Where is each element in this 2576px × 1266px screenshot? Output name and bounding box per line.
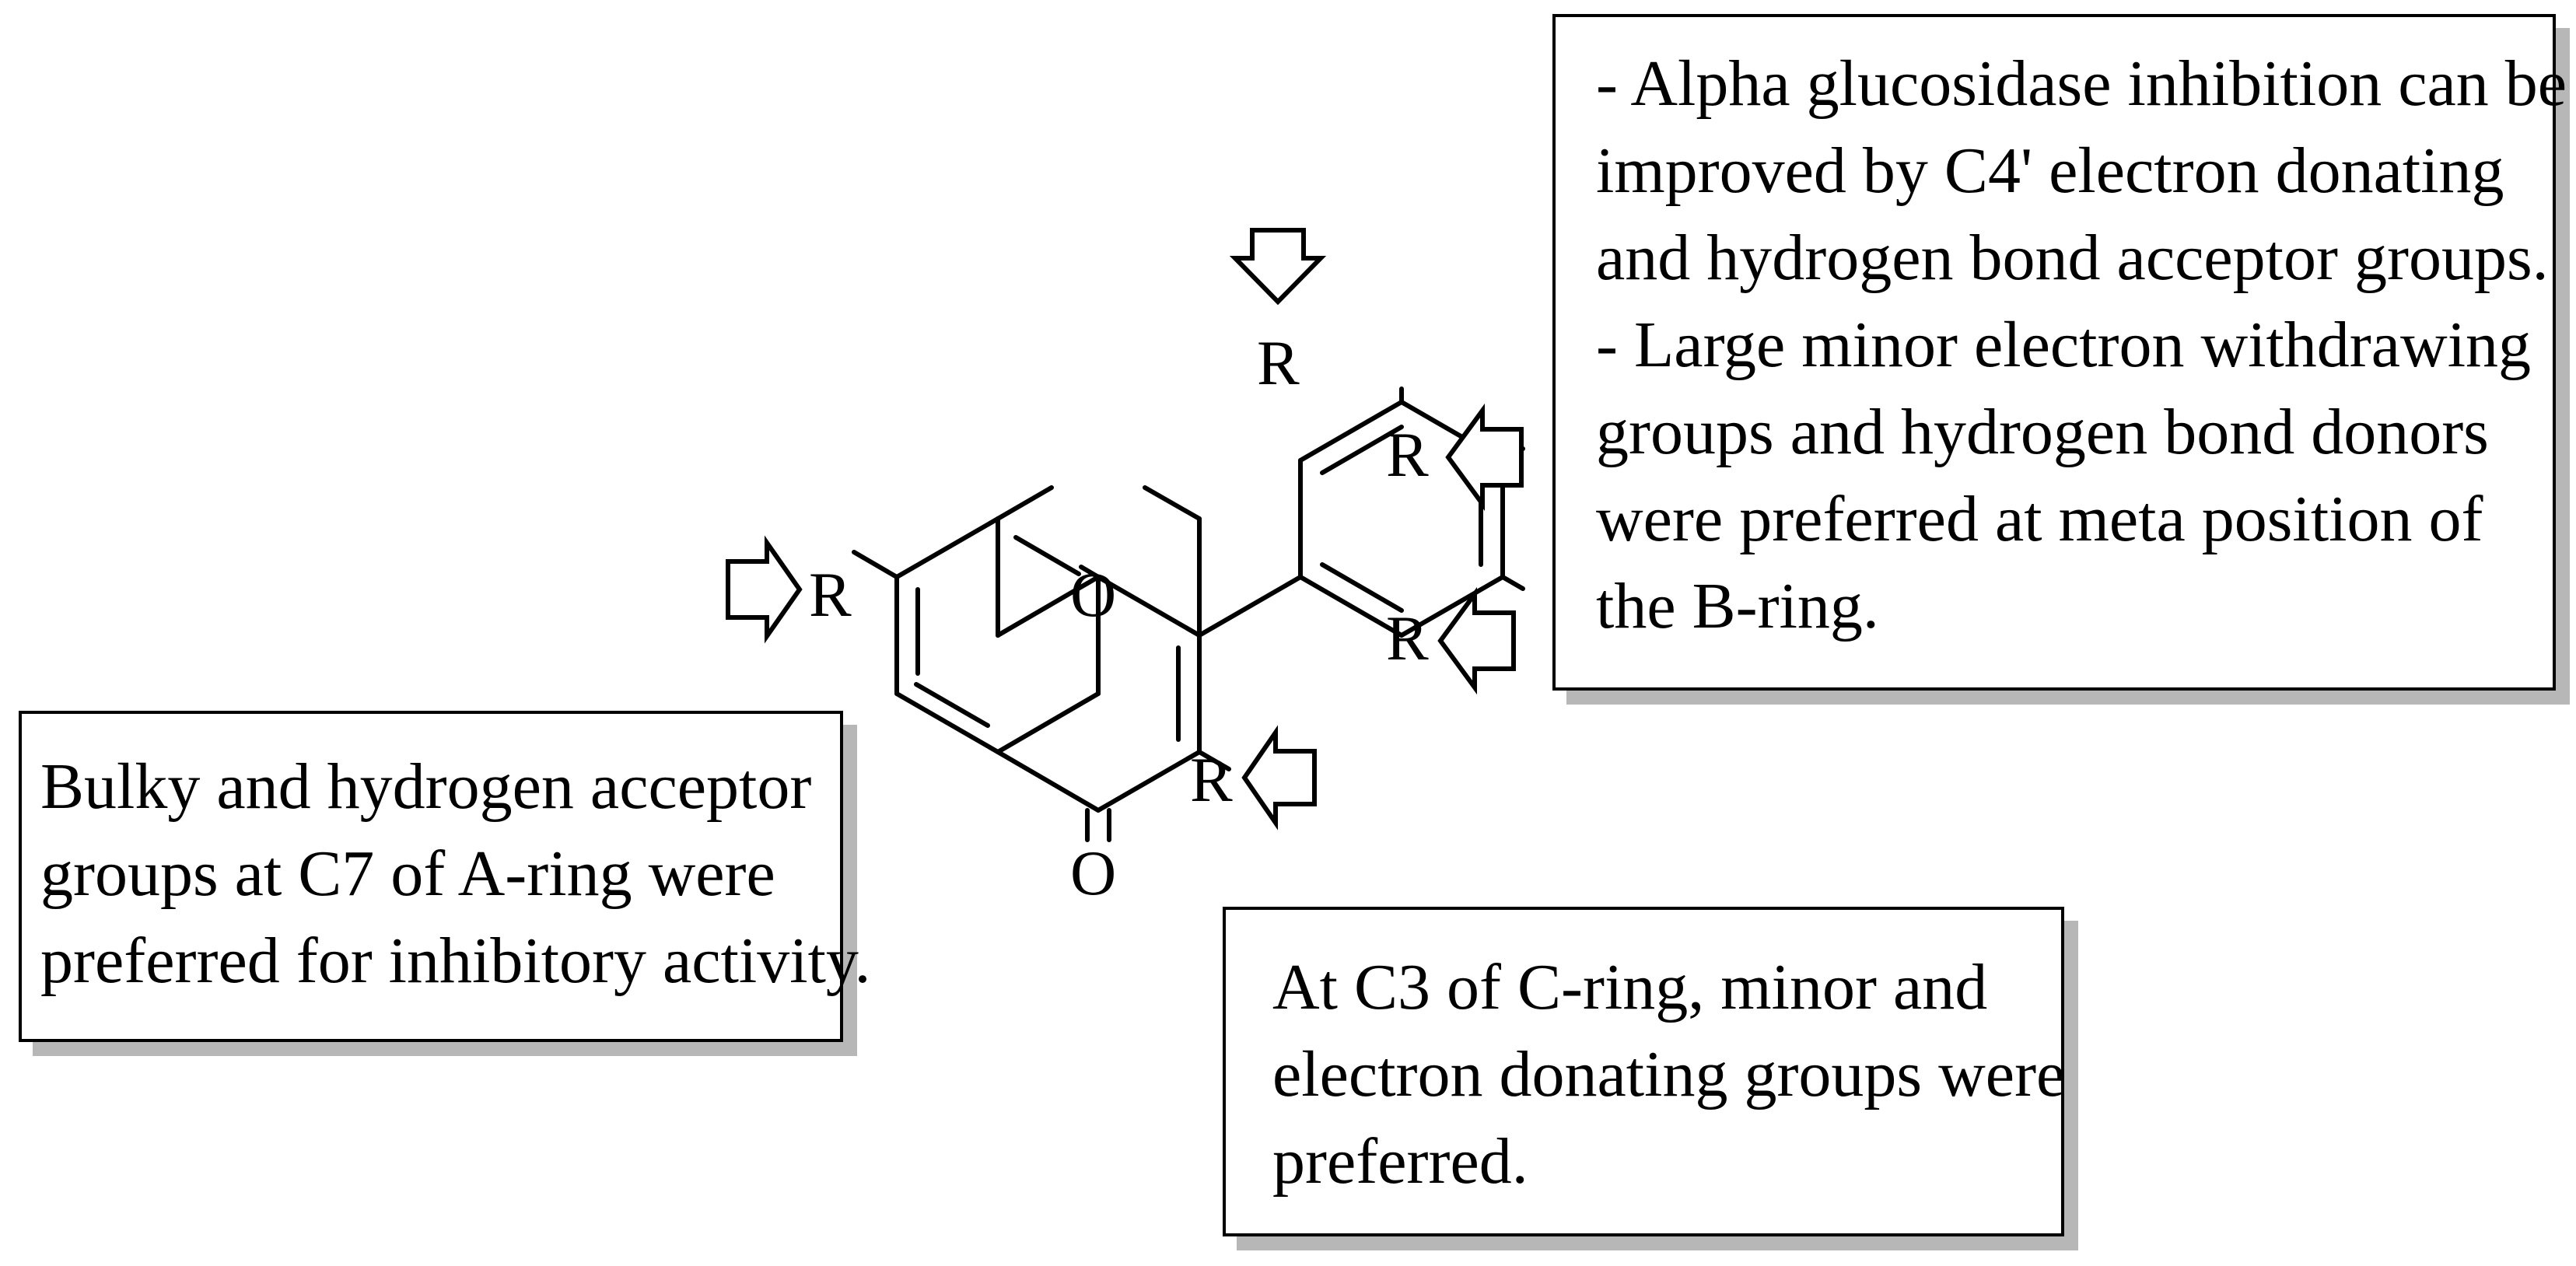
arrow-to-r-c3-prime-icon [1229,228,1327,306]
b-ring-note-line: improved by C4' electron donating [1596,135,2504,207]
r-c5-prime-label: R [1386,603,1429,673]
c-ring-note-line: electron donating groups were [1272,1038,2066,1110]
arrow-to-r-c7-icon [726,535,803,644]
r-c3-prime-label: R [1257,327,1300,398]
arrow-to-r-c4-prime-icon [1445,403,1524,512]
c-ring-note: At C3 of C-ring, minor and electron dona… [1223,907,2066,1236]
c-ring-note-line: At C3 of C-ring, minor and [1272,951,1988,1023]
carbonyl-oxygen-label: O [1070,838,1116,908]
b-ring-note-line: the B-ring. [1596,570,1879,642]
b-ring [1197,400,1505,638]
b-ring-note-line: - Large minor electron withdrawing [1596,309,2532,381]
b-ring-note: - Alpha glucosidase inhibition can be im… [1552,14,2567,691]
r-c4-prime-label: R [1386,419,1429,490]
arrow-to-r-c5-prime-icon [1437,586,1516,695]
a-ring-note-line: preferred for inhibitory activity. [40,925,871,997]
ring-oxygen-label: O [1070,559,1116,630]
arrow-to-r-c3-icon [1241,725,1317,831]
c-ring [996,565,1202,842]
b-ring-note-line: groups and hydrogen bond donors [1596,396,2489,468]
r-c3-label: R [1190,744,1233,815]
c-ring-note-line: preferred. [1272,1125,1528,1198]
a-ring-note: Bulky and hydrogen acceptor groups at C7… [19,711,871,1042]
c-ring-oxygen-bonds [996,485,1202,638]
r-c7-label: R [809,559,852,630]
b-ring-note-line: and hydrogen bond acceptor groups. [1596,222,2549,294]
b-ring-note-line: were preferred at meta position of [1596,483,2483,555]
b-ring-note-line: - Alpha glucosidase inhibition can be [1596,47,2567,120]
a-ring-note-line: Bulky and hydrogen acceptor [40,750,812,823]
a-ring-note-line: groups at C7 of A-ring were [40,838,775,910]
